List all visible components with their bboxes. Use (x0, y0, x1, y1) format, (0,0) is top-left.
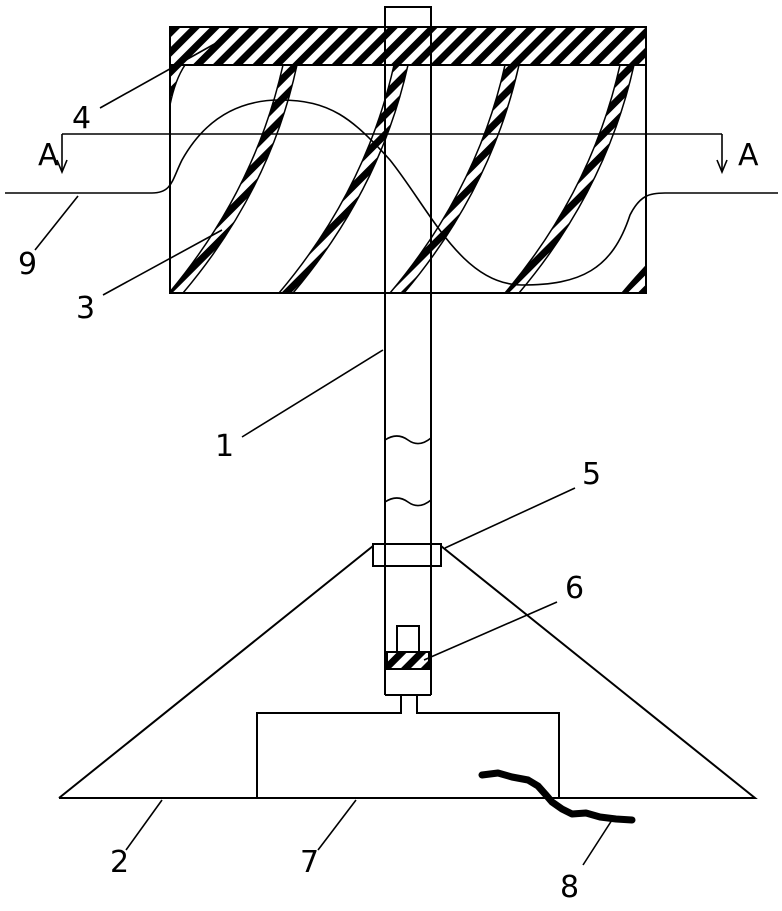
label-flow-line: 9 (18, 247, 37, 282)
label-shaft: 1 (215, 429, 234, 464)
leader-1 (242, 350, 383, 437)
blade-3 (279, 65, 408, 293)
leader-4 (100, 42, 218, 108)
top-cover (170, 27, 646, 65)
coupling (387, 626, 429, 669)
blade-4 (390, 65, 519, 293)
label-coupling: 6 (565, 571, 584, 606)
cable (482, 773, 632, 820)
shaft-top-cap (385, 7, 431, 27)
helical-blades (160, 65, 656, 293)
section-line (57, 134, 727, 172)
leader-6 (424, 602, 557, 660)
motor-box (257, 695, 559, 798)
blade-5 (505, 65, 634, 293)
section-label-right: A (738, 138, 759, 173)
label-helical-blade: 3 (76, 291, 95, 326)
label-motor-box: 7 (300, 845, 319, 880)
leader-9 (35, 196, 78, 250)
blade-1 (160, 65, 185, 105)
flow-line (5, 100, 778, 285)
leader-8 (583, 820, 612, 865)
cone-base (59, 546, 755, 798)
leader-lines (35, 42, 612, 865)
label-bearing-collar: 5 (582, 457, 601, 492)
rotor-housing (170, 65, 646, 293)
leader-2 (126, 800, 162, 850)
leader-5 (445, 488, 575, 548)
leader-7 (318, 800, 356, 850)
label-top-cover: 4 (72, 101, 91, 136)
label-cable: 8 (560, 870, 579, 905)
section-label-left: A (38, 138, 59, 173)
blade-6 (622, 255, 656, 293)
label-cone-base: 2 (110, 845, 129, 880)
blade-2 (169, 65, 297, 293)
